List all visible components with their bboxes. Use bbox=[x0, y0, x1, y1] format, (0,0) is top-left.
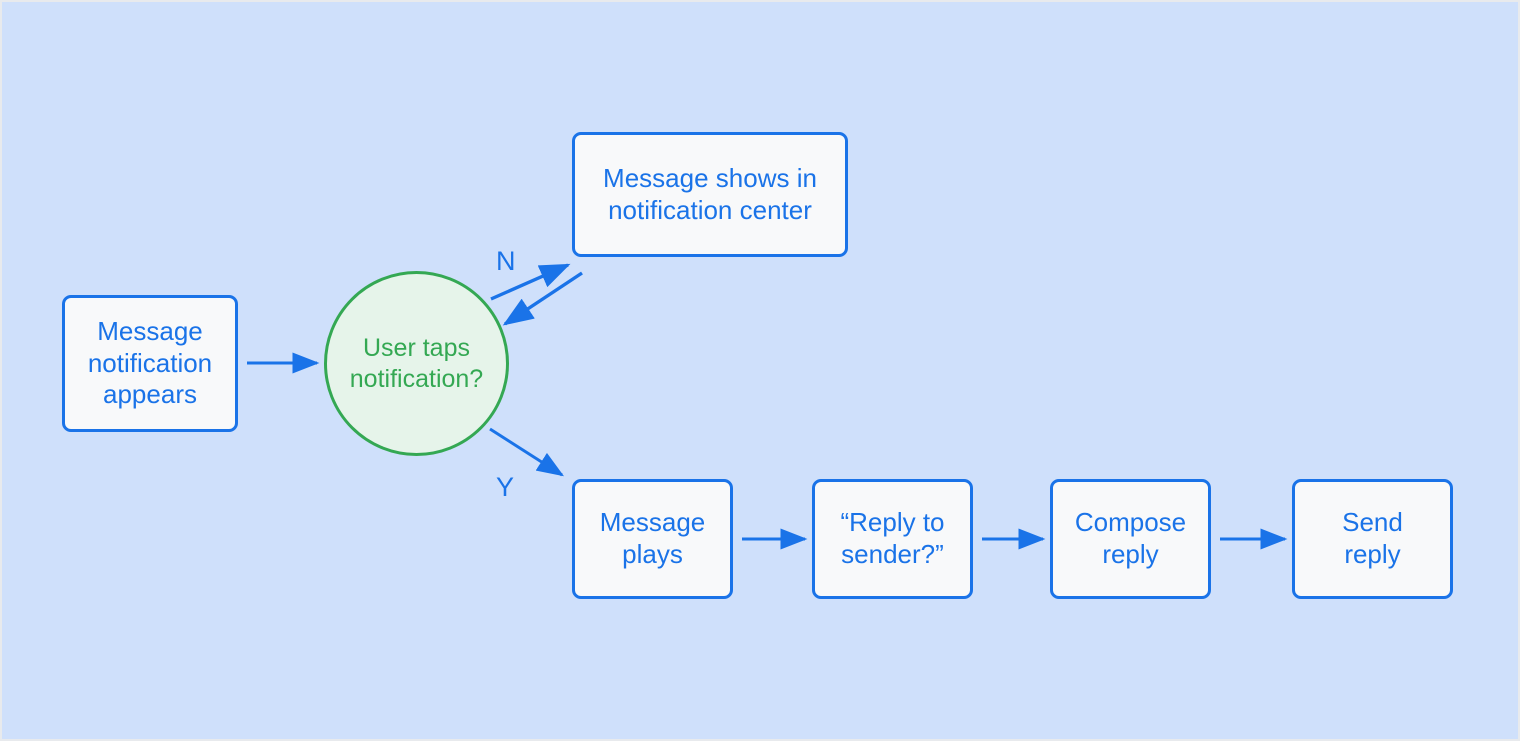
node-reply-to-sender[interactable]: “Reply to sender?” bbox=[812, 479, 973, 599]
node-label: Message notification appears bbox=[87, 315, 213, 410]
node-compose-reply[interactable]: Compose reply bbox=[1050, 479, 1211, 599]
node-label: Message plays bbox=[599, 507, 706, 569]
node-label: User taps notification? bbox=[349, 334, 484, 393]
node-message-notification-appears[interactable]: Message notification appears bbox=[62, 295, 238, 432]
node-send-reply[interactable]: Send reply bbox=[1292, 479, 1453, 599]
node-label: Send reply bbox=[1342, 507, 1403, 569]
node-label: Compose reply bbox=[1074, 507, 1187, 569]
node-message-shows-in-notification-center[interactable]: Message shows in notification center bbox=[572, 132, 848, 257]
edge-notification-center-back bbox=[502, 271, 583, 326]
node-label: “Reply to sender?” bbox=[840, 507, 945, 569]
edge-decision-yes bbox=[489, 427, 565, 477]
edge-label-no: N bbox=[496, 246, 516, 276]
node-message-plays[interactable]: Message plays bbox=[572, 479, 733, 599]
node-user-taps-notification[interactable]: User taps notification? bbox=[324, 271, 509, 456]
edge-label-yes: Y bbox=[496, 472, 515, 502]
node-label: Message shows in notification center bbox=[603, 162, 817, 225]
